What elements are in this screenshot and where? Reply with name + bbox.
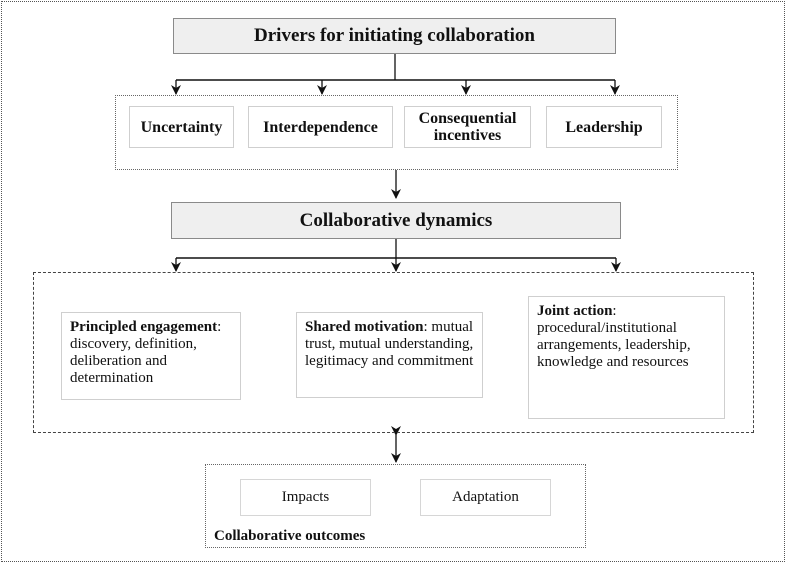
outcomes-group [205, 464, 586, 548]
dynamics-text: discovery, definition, deliberation and … [70, 336, 197, 386]
driver-label: Leadership [565, 118, 643, 136]
outcome-impacts: Impacts [240, 479, 371, 516]
drivers-title-box: Drivers for initiating collaboration [173, 18, 616, 54]
driver-label: Interdependence [263, 118, 378, 136]
dynamics-text: mutual trust, mutual understanding, legi… [305, 319, 474, 369]
dynamics-text: procedural/institutional arrangements, l… [537, 320, 691, 370]
dynamics-heading: Shared motivation [305, 319, 424, 335]
dynamics-heading: Joint action [537, 303, 613, 319]
driver-label: Consequential incentives [418, 110, 517, 144]
dynamics-shared-motivation: Shared motivation: mutual trust, mutual … [296, 312, 483, 398]
dynamics-colon: : [217, 319, 222, 335]
outcome-adaptation: Adaptation [420, 479, 551, 516]
drivers-group [115, 95, 678, 170]
driver-label: Uncertainty [140, 118, 223, 136]
driver-consequential-incentives: Consequential incentives [404, 106, 531, 148]
outcomes-group-label: Collaborative outcomes [214, 528, 366, 544]
driver-leadership: Leadership [546, 106, 662, 148]
dynamics-title-box: Collaborative dynamics [171, 202, 621, 239]
dynamics-heading: Principled engagement [70, 319, 218, 335]
dynamics-colon: : [423, 319, 428, 335]
dynamics-group [33, 272, 754, 433]
driver-interdependence: Interdependence [248, 106, 393, 148]
dynamics-principled-engagement: Principled engagement: discovery, defini… [61, 312, 241, 400]
dynamics-colon: : [612, 303, 617, 319]
driver-uncertainty: Uncertainty [129, 106, 234, 148]
outcome-label: Impacts [281, 489, 330, 505]
dynamics-joint-action: Joint action: procedural/institutional a… [528, 296, 725, 419]
drivers-title: Drivers for initiating collaboration [254, 25, 535, 46]
outcome-label: Adaptation [452, 489, 519, 505]
dynamics-title: Collaborative dynamics [299, 209, 493, 231]
